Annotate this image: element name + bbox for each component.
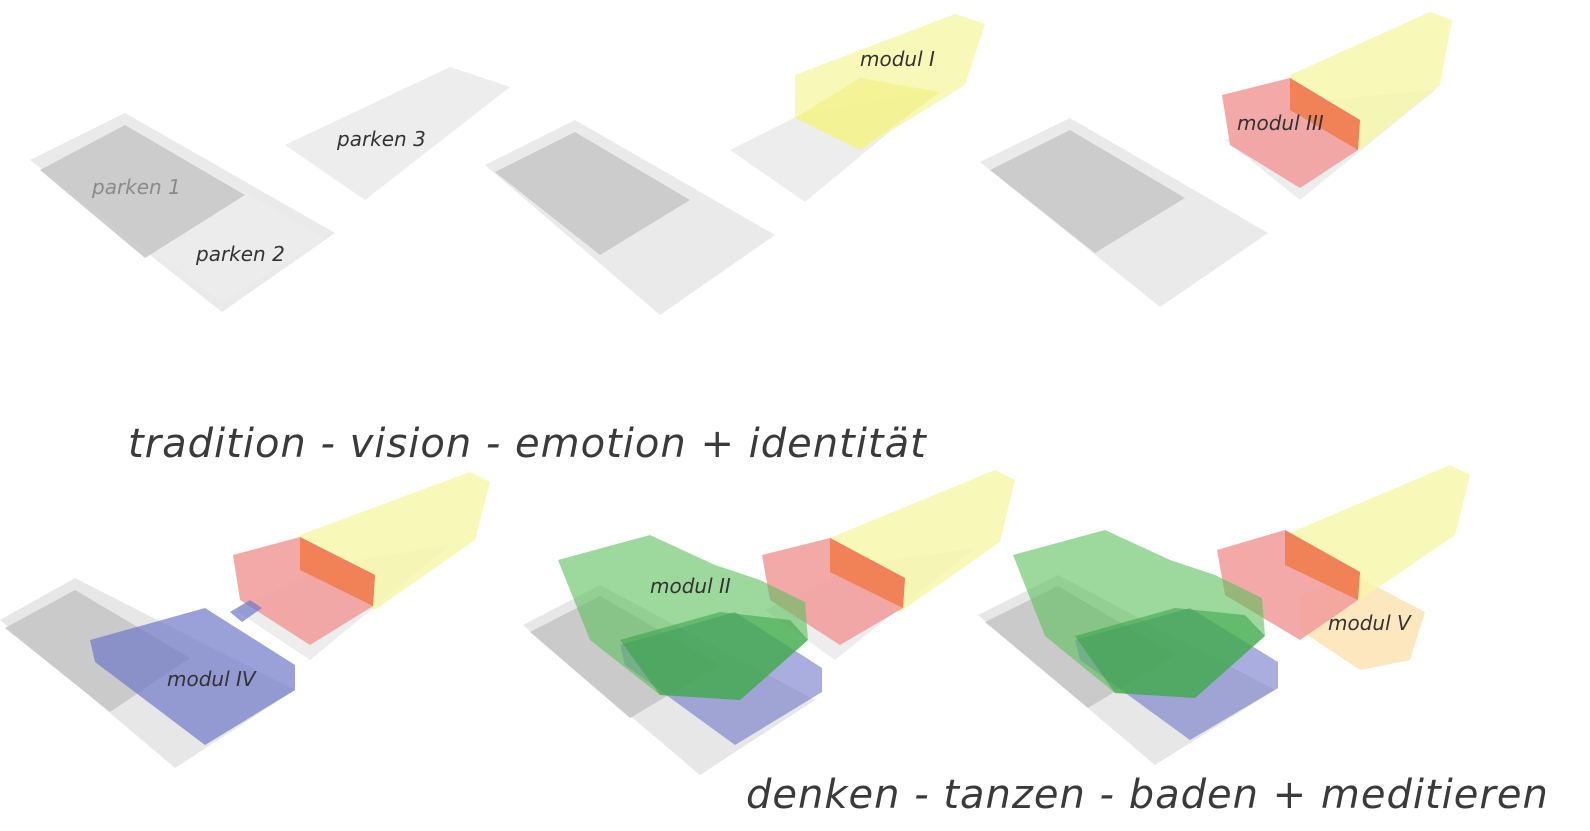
headline-bottom: denken - tanzen - baden + meditieren xyxy=(746,772,1549,818)
panel-modul-iii: modul III xyxy=(980,12,1452,307)
modul-iii-core xyxy=(830,538,905,608)
label-parken-1: parken 1 xyxy=(91,175,181,199)
label-parken-3: parken 3 xyxy=(336,127,426,151)
panel-modul-ii: modul II xyxy=(523,470,1015,775)
modul-ii-core xyxy=(620,612,808,700)
label-modul-v: modul V xyxy=(1328,611,1412,635)
modul-iii-core xyxy=(1290,78,1360,150)
modul-iii-core xyxy=(1285,530,1360,600)
modul-iv-volume xyxy=(90,608,295,745)
panel-modul-i: modul I xyxy=(485,14,985,315)
modul-ii-core xyxy=(1075,608,1265,698)
label-modul-iii: modul III xyxy=(1237,111,1324,135)
parking-area xyxy=(495,132,690,255)
modul-i-front xyxy=(795,78,940,150)
parking-area xyxy=(990,130,1185,253)
headline-top: tradition - vision - emotion + identität xyxy=(128,421,927,467)
panel-parking: parken 1 parken 2 parken 3 xyxy=(30,67,510,312)
parking-slab-3 xyxy=(285,67,510,200)
parking-area-1 xyxy=(40,125,245,258)
panel-modul-v: modul V xyxy=(978,465,1470,765)
modul-iv-connector xyxy=(230,600,262,622)
label-parken-2: parken 2 xyxy=(195,242,285,266)
label-modul-iv: modul IV xyxy=(167,667,257,691)
modul-iii-core xyxy=(300,537,375,606)
panel-modul-iv: modul IV xyxy=(0,472,490,768)
label-modul-ii: modul II xyxy=(650,574,731,598)
label-modul-i: modul I xyxy=(860,47,935,71)
